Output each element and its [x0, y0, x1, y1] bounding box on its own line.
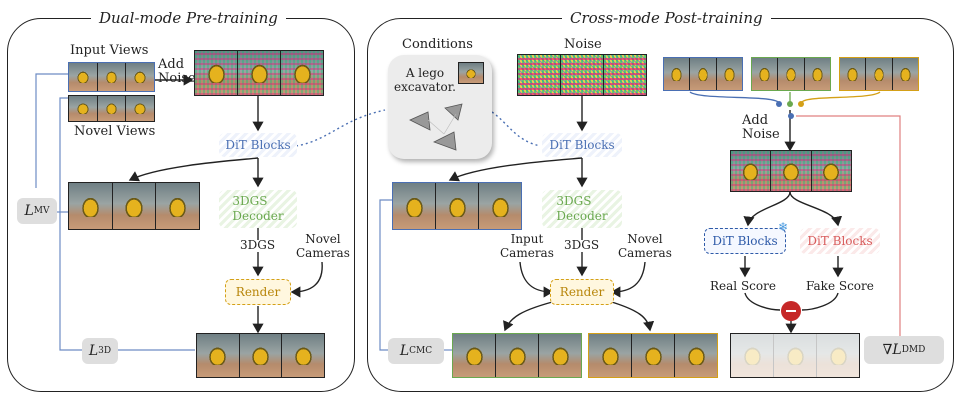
snowflake-icon: ❄	[778, 220, 789, 234]
loss-dmd-sub: DMD	[901, 345, 926, 355]
dmd-strip-green	[751, 57, 831, 91]
condition-image	[458, 62, 484, 84]
loss-cmc-sub: CMC	[409, 346, 433, 356]
dit-to-mv-arrow	[128, 157, 259, 182]
camera-icon	[409, 103, 463, 151]
input-views-label: Input Views	[70, 43, 149, 58]
loss-cmc-symbol: L	[399, 343, 410, 359]
strip-a-to-merge	[689, 91, 779, 103]
noise-strip	[517, 54, 647, 96]
novel-cameras-label-middle: Novel Cameras	[618, 232, 672, 260]
prompt-text: A lego excavator.	[394, 66, 456, 94]
dit-blocks-fake: DiT Blocks	[800, 228, 880, 254]
real-score-label: Real Score	[710, 279, 776, 293]
dit-to-views-arrow-2	[448, 157, 583, 182]
mv-output-strip	[68, 182, 200, 230]
conditions-label: Conditions	[402, 37, 473, 52]
novel-cam-to-render-arrow	[610, 261, 646, 298]
dmd-strip-blue	[663, 57, 743, 91]
novel-views-label: Novel Views	[74, 124, 156, 139]
dmd-strip-orange	[839, 57, 919, 91]
input-cameras-label: Input Cameras	[500, 232, 554, 260]
strip-c-to-merge	[801, 91, 881, 103]
3dgs-label-left: 3DGS	[240, 238, 276, 252]
views-to-lcmc-line	[379, 199, 392, 351]
dit-blocks-frozen: DiT Blocks	[704, 228, 786, 254]
render-block-middle: Render	[550, 279, 614, 305]
input-to-lmv-line	[35, 73, 68, 188]
dit-blocks-left: DiT Blocks	[219, 133, 297, 157]
rendered-input-strip	[452, 333, 582, 378]
noisy-to-frozen-arrow	[743, 191, 791, 227]
3dgs-decoder-left: 3DGS Decoder	[219, 190, 297, 228]
noisy-to-fake-arrow	[789, 191, 843, 227]
add-noise-label-right: Add Noise	[742, 113, 780, 142]
dit-frozen-label: DiT Blocks	[712, 234, 778, 248]
3d-output-strip	[196, 333, 325, 378]
render-block-left: Render	[225, 279, 291, 305]
dit-blocks-middle: DiT Blocks	[542, 133, 622, 157]
cameras-to-render-arrow	[290, 261, 323, 298]
dmd-noisy-strip	[730, 150, 852, 192]
fake-score-label: Fake Score	[806, 279, 874, 293]
right-panel-title: Cross-mode Post-training	[562, 9, 771, 27]
noisy-views-strip	[194, 50, 324, 96]
3dgs-label-middle: 3DGS	[564, 238, 600, 252]
left-panel-title: Dual-mode Pre-training	[91, 9, 286, 27]
minus-icon	[781, 301, 801, 321]
generated-views-strip	[392, 182, 522, 230]
novel-to-l3d-line	[59, 97, 82, 351]
novel-views-strip	[68, 95, 155, 122]
loss-3d-symbol: L	[88, 343, 99, 359]
3dgs-decoder-middle: 3DGS Decoder	[542, 190, 622, 228]
cond-link-right	[491, 111, 541, 147]
novel-cameras-label-left: Novel Cameras	[296, 232, 350, 260]
fake-to-minus	[801, 292, 839, 311]
loss-3d-sub: 3D	[98, 346, 112, 356]
add-noise-label: Add Noise	[158, 57, 196, 86]
input-views-strip	[68, 62, 155, 92]
loss-mv-symbol: L	[24, 203, 34, 219]
real-to-minus	[744, 292, 781, 311]
loss-dmd-symbol: ∇L	[882, 342, 902, 358]
noise-label: Noise	[564, 37, 602, 52]
cond-link-left	[295, 109, 386, 147]
loss-mv-sub: MV	[33, 206, 50, 216]
dmd-gradient-strip	[730, 333, 860, 378]
render-to-novel-arrow	[604, 299, 655, 332]
input-cam-to-render-arrow	[519, 261, 554, 298]
rendered-novel-strip	[588, 333, 718, 378]
render-to-cmc-arrow	[503, 299, 561, 332]
